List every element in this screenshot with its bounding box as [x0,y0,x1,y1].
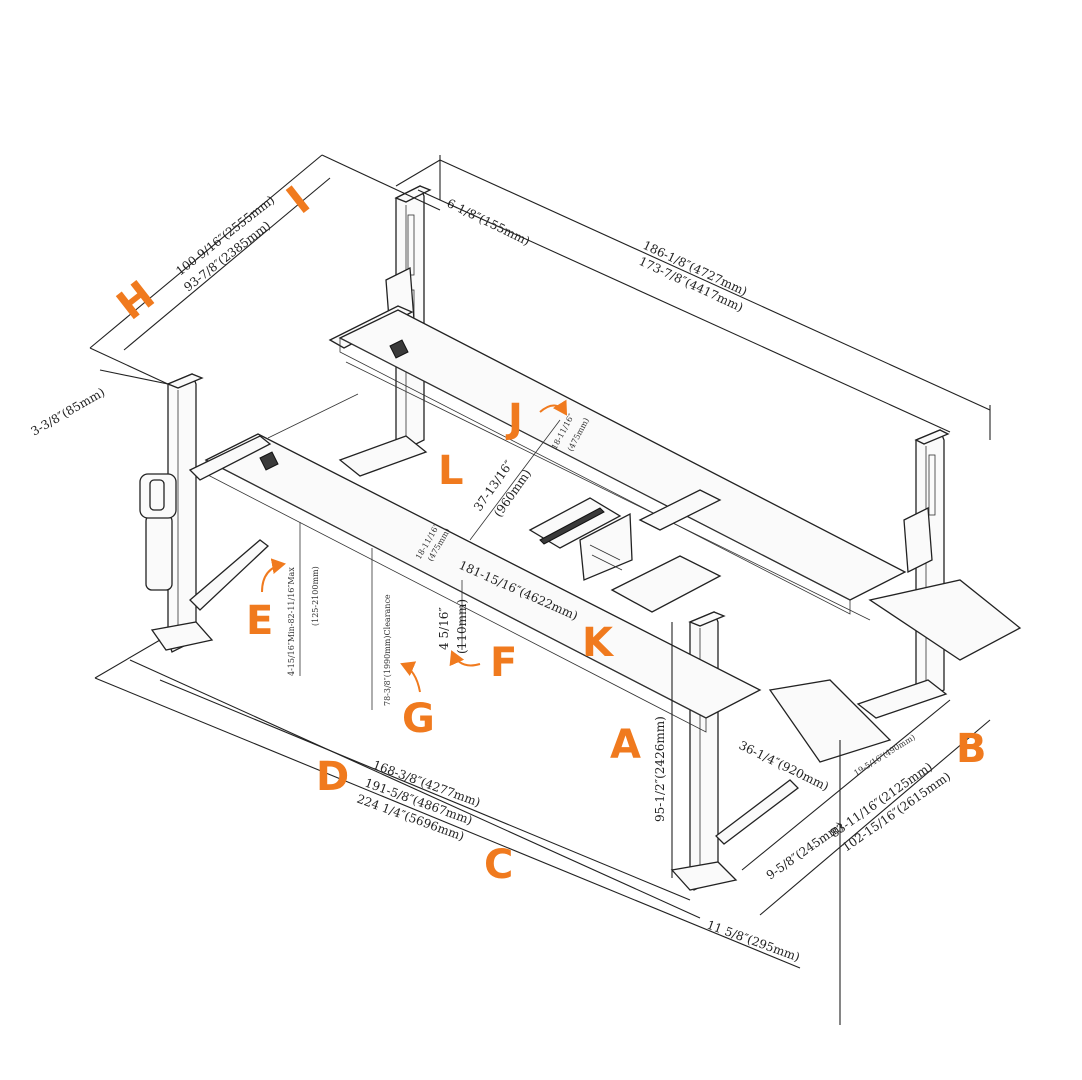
marker-b: B [956,726,987,772]
marker-l: L [438,448,464,494]
ramp-right-1 [868,579,1022,661]
marker-g: G [402,696,435,742]
inner-rail [267,393,359,439]
marker-c: C [484,842,513,888]
dim-a: 95-1/2″(2426mm) [653,716,667,822]
dim-foot: 11 5/8″(295mm) [705,918,802,965]
dim-f-mm: (110mm) [455,599,469,654]
dim-post-offset: 3-3/8″(85mm) [29,385,108,439]
dim-top-post-width: 6-1/8″(155mm) [445,196,532,248]
marker-a: A [610,722,641,768]
drip-tray [610,555,722,613]
dim-f: 4 5/16″ [437,607,451,650]
arrow-g [400,661,421,693]
arrow-j [539,399,568,416]
marker-f: F [490,640,517,686]
dim-g: 78-3/8″(1990mm)Clearance [383,594,392,706]
marker-h: H [109,272,164,329]
marker-d: D [316,754,349,800]
caster-stand-left [189,539,270,611]
ramp-right-2 [768,679,892,763]
rolling-jack [528,497,633,581]
caster-stand-right [715,779,799,845]
marker-j: J [505,396,523,442]
arrow-e [261,558,286,593]
power-unit [139,473,177,591]
dim-e: 4-15/16″Min-82-11/16″Max [287,567,296,676]
dim-base: 9-5/8″(245mm) [764,819,846,882]
dim-e-mm: (125-2100mm) [311,566,320,626]
post-back-right [903,429,950,703]
marker-e: E [246,598,273,644]
base-plate-back-right [856,679,948,719]
arrow-f [449,650,481,667]
post-front-left [150,373,214,653]
dimension-lines [89,154,991,1025]
front-crossbeam [188,435,272,481]
marker-k: K [582,620,615,666]
base-plate-back-left [338,435,428,477]
lift-structure [139,185,1022,891]
wheel-chock [259,451,279,471]
